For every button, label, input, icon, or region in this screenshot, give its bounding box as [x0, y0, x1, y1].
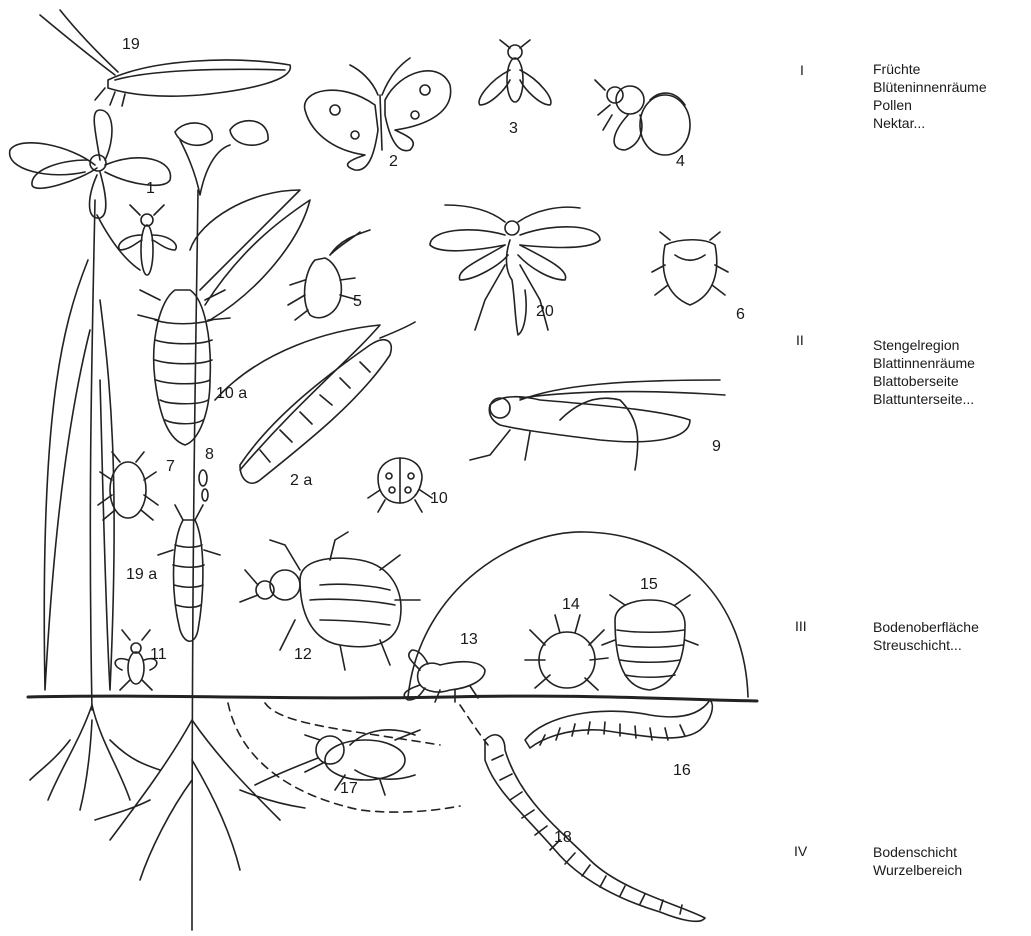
- zone-1-line: Blüteninnenräume: [873, 78, 987, 96]
- label-8: 8: [205, 446, 214, 464]
- zone-1-line: Früchte: [873, 60, 987, 78]
- label-7: 7: [166, 458, 175, 476]
- label-11: 11: [150, 646, 167, 664]
- label-5: 5: [353, 293, 362, 311]
- burrow-lines: [228, 703, 488, 812]
- label-10a: 10 a: [216, 385, 247, 403]
- zone-1-line: Pollen: [873, 96, 987, 114]
- zone-2-line: Blattunterseite...: [873, 390, 975, 408]
- label-2a: 2 a: [290, 472, 312, 490]
- litter-dome: [408, 532, 748, 697]
- label-18: 18: [554, 829, 572, 847]
- zone-2-numeral: II: [796, 332, 804, 348]
- organism-4-bumblebee: [595, 80, 690, 155]
- label-15: 15: [640, 576, 658, 594]
- zone-2-description: Stengelregion Blattinnenräume Blattobers…: [873, 336, 975, 408]
- label-3: 3: [509, 120, 518, 138]
- zone-3-description: Bodenoberfläche Streuschicht...: [873, 618, 979, 654]
- label-20: 20: [536, 303, 554, 321]
- plant-left: [10, 110, 171, 810]
- organism-19-lacewing: [40, 10, 290, 106]
- label-16: 16: [673, 762, 691, 780]
- zone-2-line: Blattinnenräume: [873, 354, 975, 372]
- organism-10a-larva: [138, 290, 230, 445]
- organism-9-grasshopper: [470, 380, 725, 470]
- organism-17-insect: [255, 730, 420, 795]
- zone-3-numeral: III: [795, 618, 807, 634]
- organism-16-millipede: [525, 700, 712, 748]
- organism-10-ladybird: [368, 458, 432, 512]
- label-4: 4: [676, 153, 685, 171]
- label-12: 12: [294, 646, 312, 664]
- zone-1-description: Früchte Blüteninnenräume Pollen Nektar..…: [873, 60, 987, 132]
- zone-4-line: Bodenschicht: [873, 843, 962, 861]
- zone-2-line: Blattoberseite: [873, 372, 975, 390]
- label-19: 19: [122, 36, 140, 54]
- organism-1-insect: [119, 205, 177, 275]
- label-17: 17: [340, 780, 358, 798]
- organism-6-bug: [652, 232, 728, 305]
- zone-4-line: Wurzelbereich: [873, 861, 962, 879]
- organism-20-wasp: [430, 205, 600, 335]
- label-14: 14: [562, 596, 580, 614]
- label-2: 2: [389, 153, 398, 171]
- label-13: 13: [460, 631, 478, 649]
- organism-3-fly: [479, 40, 551, 105]
- soil-surface-line: [28, 696, 757, 701]
- label-9: 9: [712, 438, 721, 456]
- organism-12-beetle: [240, 532, 420, 670]
- label-10: 10: [430, 490, 448, 508]
- zone-1-line: Nektar...: [873, 114, 987, 132]
- organism-19a-larva: [158, 505, 220, 641]
- zone-4-numeral: IV: [794, 843, 807, 859]
- zone-3-line: Streuschicht...: [873, 636, 979, 654]
- organism-2-butterfly: [305, 58, 451, 170]
- organism-15-woodlouse: [602, 595, 698, 690]
- zone-3-line: Bodenoberfläche: [873, 618, 979, 636]
- organism-14-mite: [525, 615, 608, 690]
- label-6: 6: [736, 306, 745, 324]
- zone-1-numeral: I: [800, 62, 804, 78]
- organism-8-aphid: [199, 470, 208, 501]
- organism-7-bug: [98, 452, 158, 520]
- label-1: 1: [146, 180, 155, 198]
- organism-18-earthworm: [485, 735, 705, 922]
- zone-4-description: Bodenschicht Wurzelbereich: [873, 843, 962, 879]
- label-19a: 19 a: [126, 566, 157, 584]
- organism-2a-caterpillar: [240, 322, 415, 483]
- zone-2-line: Stengelregion: [873, 336, 975, 354]
